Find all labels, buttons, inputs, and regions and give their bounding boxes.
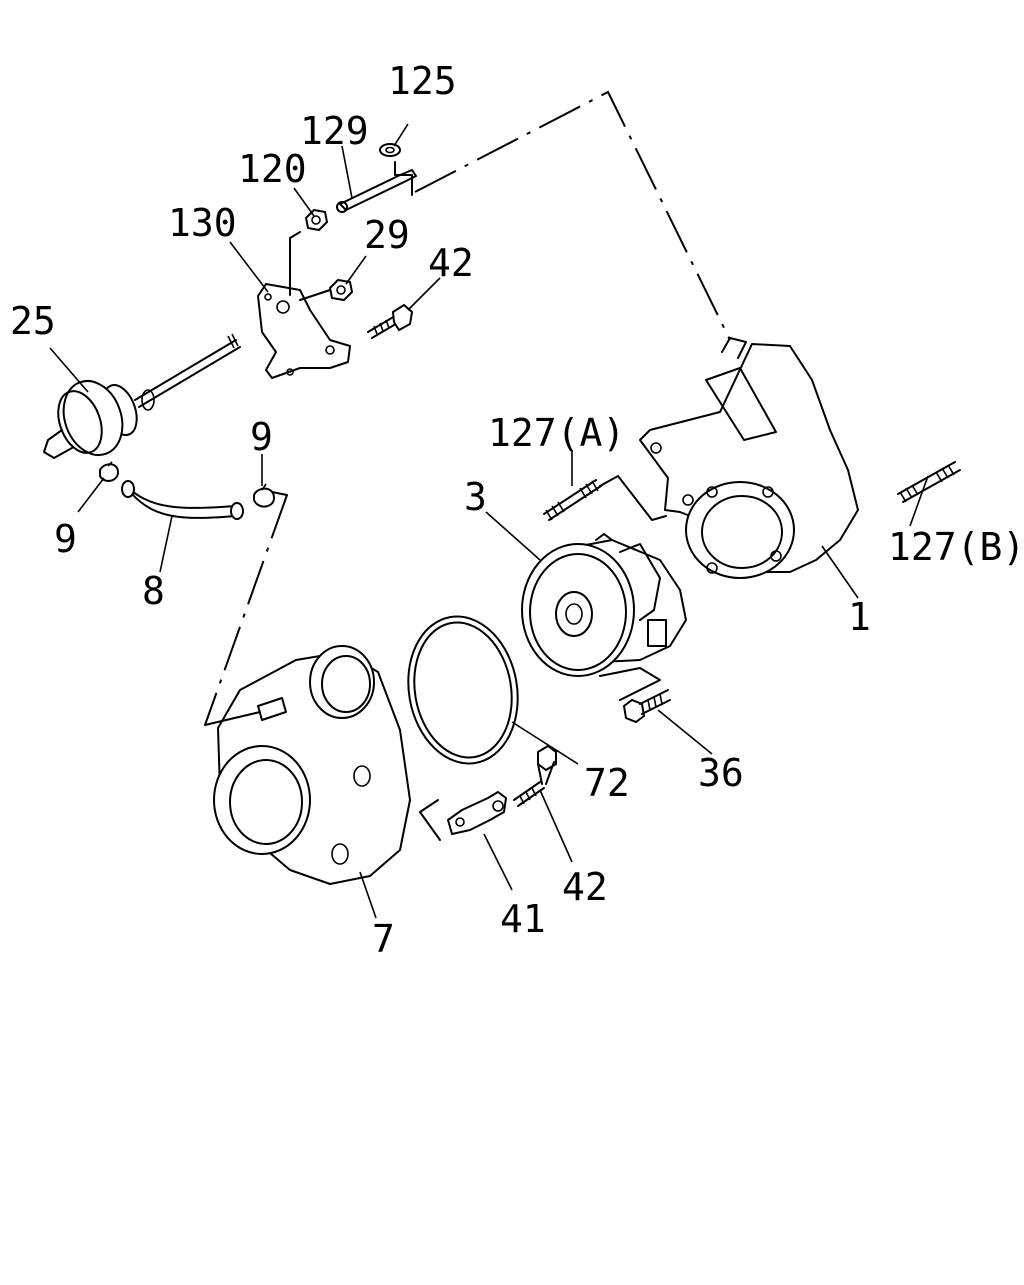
part-127a-stud[interactable] [543,475,667,521]
label-25: 25 [10,299,56,343]
label-72: 72 [584,761,630,805]
part-3-center-housing[interactable] [521,533,687,701]
label-127a: 127(A) [488,411,625,455]
part-42-bolt-top[interactable] [367,303,414,339]
label-29: 29 [364,213,410,257]
label-8: 8 [142,569,165,613]
label-9-left: 9 [54,517,77,561]
part-1-turbine-housing[interactable] [639,337,859,579]
part-9-clamp-left[interactable] [99,461,119,482]
alignment-lines [204,90,731,726]
part-130-bracket[interactable] [257,231,351,379]
part-labels: 125 129 120 130 29 42 25 9 9 8 127(A) 3 … [10,59,1024,961]
part-8-hose[interactable] [121,480,244,520]
label-42-bottom: 42 [562,865,608,909]
part-41-bracket[interactable] [419,791,507,841]
leader-lines [49,123,929,919]
label-130: 130 [168,201,237,245]
label-125: 125 [388,59,457,103]
label-41: 41 [500,897,546,941]
label-129: 129 [300,109,369,153]
label-127b: 127(B) [888,525,1024,569]
label-42-top: 42 [428,241,474,285]
part-9-clamp-right[interactable] [253,483,275,508]
part-127b-stud[interactable] [897,461,961,503]
label-1: 1 [848,595,871,639]
part-125-washer[interactable] [379,143,401,157]
part-120-nut[interactable] [304,208,329,232]
part-129-pin[interactable] [336,169,417,213]
label-36: 36 [698,751,744,795]
label-3: 3 [464,475,487,519]
label-9-right: 9 [250,415,273,459]
label-7: 7 [372,917,395,961]
part-25-actuator[interactable] [43,333,241,463]
part-36-bolt[interactable] [622,689,671,724]
part-42-bolt-bottom[interactable] [513,744,557,807]
label-120: 120 [238,147,307,191]
part-29-nut[interactable] [328,278,354,302]
part-72-o-ring[interactable] [397,608,529,773]
part-7-compressor-housing[interactable] [213,645,411,885]
